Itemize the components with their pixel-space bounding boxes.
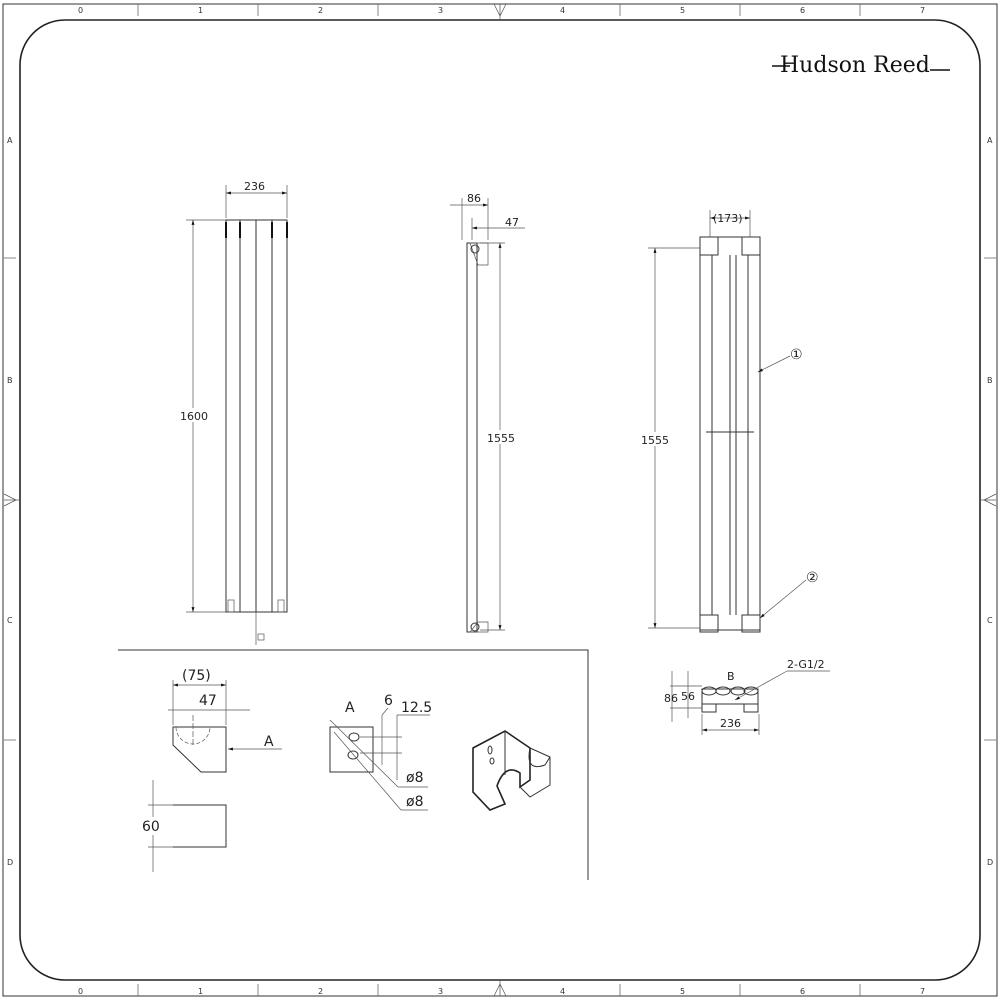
bottom-view-connection-label: 2-G1/2 [787,658,825,671]
bottom-view: B 2-G1/2 86 56 236 [664,658,830,735]
frame-columns-5-label: 5 [680,6,685,15]
frame-columns-3-label: 3 [438,6,443,15]
rear-view-height-label: 1555 [641,434,669,447]
frame-columns-4-label: 4 [560,987,565,996]
bracket-detail-view-label-label: A [345,700,355,716]
frame-columns-5-label: 5 [680,987,685,996]
bracket-detail-depth-label: 60 [142,819,160,835]
side-view: 86 47 1555 [450,192,525,633]
frame-columns-1-label: 1 [198,987,203,996]
bottom-view-label-label: B [727,670,735,683]
side-view-offset-label: 47 [505,216,519,229]
balloon-2: ② [806,570,819,586]
center-mark-top [493,3,507,20]
bracket-detail-dim-6-label: 6 [384,693,393,709]
frame-columns-1-label: 1 [198,6,203,15]
frame-columns-0-label: 0 [78,6,83,15]
bracket-isometric [472,730,551,811]
center-mark-left [3,493,20,507]
brand-logo: Hudson Reed [772,53,950,78]
side-view-depth-label: 86 [467,192,481,205]
rear-view: (173) 1555 ① ② [640,210,819,633]
frame-columns-6-label: 6 [800,6,805,15]
row-markers: A B C D A B C D [4,136,996,867]
brand-label: Hudson Reed [780,53,930,78]
frame-rows-1-label: B [7,376,13,385]
frame-rows-3-label: D [987,858,993,867]
frame-columns-2-label: 2 [318,6,323,15]
frame-rows-3-label: D [7,858,13,867]
frame-columns-7-label: 7 [920,6,925,15]
bracket-detail-hole-2-label: ø8 [406,794,423,810]
bottom-view-inner-depth-label: 56 [681,690,695,703]
rear-view-bracket-spacing-label: (173) [713,212,743,225]
frame-columns-7-label: 7 [920,987,925,996]
height-dimension: 1600 [180,410,208,423]
bottom-view-width-label: 236 [720,717,741,730]
frame-rows-0-label: A [987,136,993,145]
frame-columns-4-label: 4 [560,6,565,15]
balloon-1: ① [790,347,803,363]
frame-rows-2-label: C [987,616,993,625]
frame-columns-6-label: 6 [800,987,805,996]
bracket-detail-section: (75) 47 A 60 A 6 12.5 ø8 ø8 [118,649,589,880]
width-dimension: 236 [244,180,265,193]
bracket-detail-dim-12-5-label: 12.5 [401,700,432,716]
bracket-detail-view-arrow-label: A [264,734,274,750]
bracket-detail-overall-label: (75) [182,668,211,684]
frame-columns-3-label: 3 [438,987,443,996]
frame-columns-2-label: 2 [318,987,323,996]
front-view: 236 1600 [178,180,288,645]
frame-rows-0-label: A [7,136,13,145]
side-view-height-label: 1555 [487,432,515,445]
center-mark-right [980,493,997,507]
column-markers: 0 1 2 3 4 5 6 7 0 1 2 3 4 5 6 7 [3,3,997,997]
bracket-detail-hole-1-label: ø8 [406,770,423,786]
center-mark-bottom [493,980,507,997]
bottom-view-depth-label: 86 [664,692,678,705]
frame-columns-0-label: 0 [78,987,83,996]
bracket-detail-inner-label: 47 [199,693,217,709]
frame-rows-1-label: B [987,376,993,385]
frame-rows-2-label: C [7,616,13,625]
